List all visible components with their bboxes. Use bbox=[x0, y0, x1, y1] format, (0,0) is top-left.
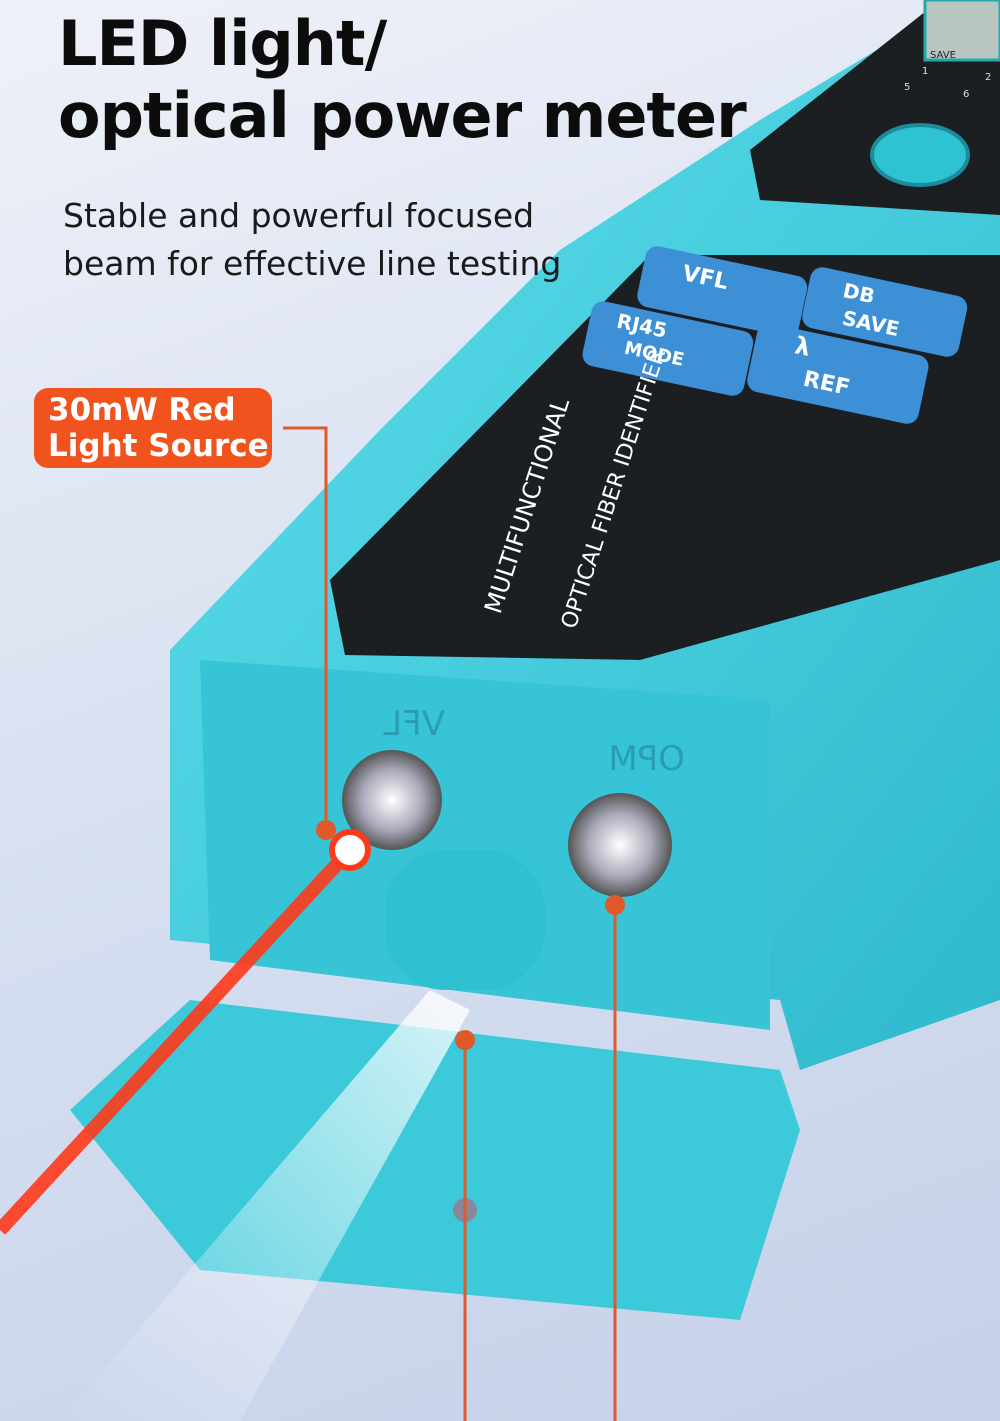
lcd-save-label: SAVE bbox=[930, 50, 956, 61]
opm-port bbox=[568, 793, 672, 897]
callout-leader-line bbox=[283, 426, 328, 830]
lcd-screen bbox=[923, 0, 1000, 62]
rj45-mode-button bbox=[582, 301, 754, 396]
callout-line2: Light Source bbox=[48, 428, 269, 464]
callout-line1: 30mW Red bbox=[48, 392, 236, 428]
function-buttons: VFL DB SAVE RJ45 MODE λ REF bbox=[582, 246, 968, 424]
keypad-6: 6 bbox=[963, 89, 969, 100]
vfl-button bbox=[637, 246, 808, 337]
headline-line2: optical power meter bbox=[58, 79, 747, 152]
laser-beam bbox=[0, 845, 356, 1235]
headline: LED light/ optical power meter bbox=[58, 7, 747, 152]
vfl-port-label: VFL bbox=[383, 704, 445, 744]
front-face bbox=[200, 660, 770, 1030]
keypad-1: 1 bbox=[922, 66, 928, 77]
power-button bbox=[870, 123, 970, 187]
subtitle-line2: beam for effective line testing bbox=[63, 244, 562, 283]
opm-port-label: OPM bbox=[608, 739, 685, 779]
laser-glow bbox=[329, 829, 371, 871]
keypad-5: 5 bbox=[904, 82, 910, 93]
subtitle-line1: Stable and powerful focused bbox=[63, 196, 535, 235]
led-beam bbox=[60, 990, 470, 1421]
red-light-callout: 30mW Red Light Source bbox=[34, 388, 272, 468]
svg-text:λ: λ bbox=[792, 331, 813, 362]
vfl-port bbox=[342, 750, 442, 850]
subtitle: Stable and powerful focused beam for eff… bbox=[63, 192, 561, 288]
led-flashlight bbox=[385, 850, 545, 990]
headline-line1: LED light/ bbox=[58, 7, 387, 80]
keypad-2: 2 bbox=[985, 72, 991, 83]
db-save-button bbox=[802, 267, 968, 357]
lambda-ref-button bbox=[747, 323, 929, 424]
